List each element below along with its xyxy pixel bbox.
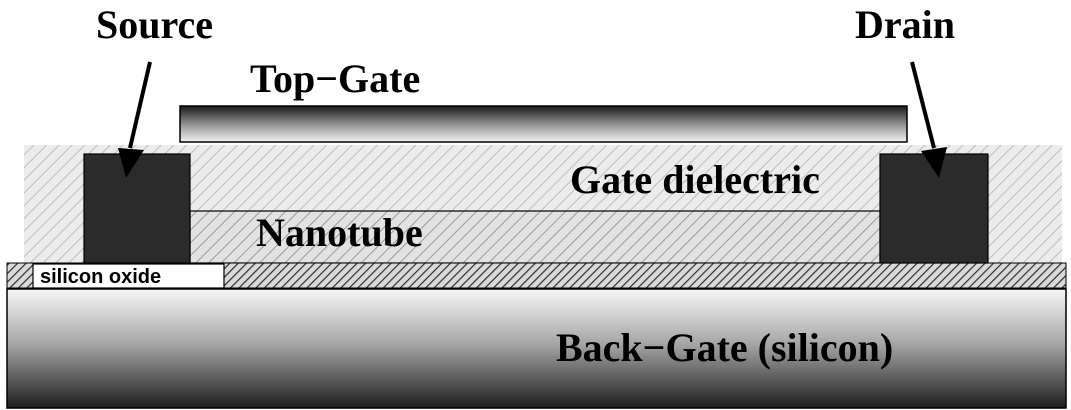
source-arrow: [118, 61, 152, 178]
nanotube-channel: [189, 210, 881, 264]
gate-dielectric-label: Gate dielectric: [570, 157, 820, 202]
silicon-oxide-label-box: [32, 263, 225, 289]
source-label: Source: [96, 2, 213, 47]
source-contact: [83, 153, 191, 264]
drain-arrow: [910, 61, 947, 178]
top-gate-label: Top−Gate: [250, 56, 420, 101]
nanotube-label: Nanotube: [256, 210, 423, 255]
drain-contact: [879, 153, 989, 264]
drain-label: Drain: [855, 2, 955, 47]
back-gate-label: Back−Gate (silicon): [556, 325, 893, 370]
back-gate: [6, 288, 1067, 409]
silicon-oxide-label: silicon oxide: [40, 266, 161, 288]
top-gate: [179, 105, 908, 143]
